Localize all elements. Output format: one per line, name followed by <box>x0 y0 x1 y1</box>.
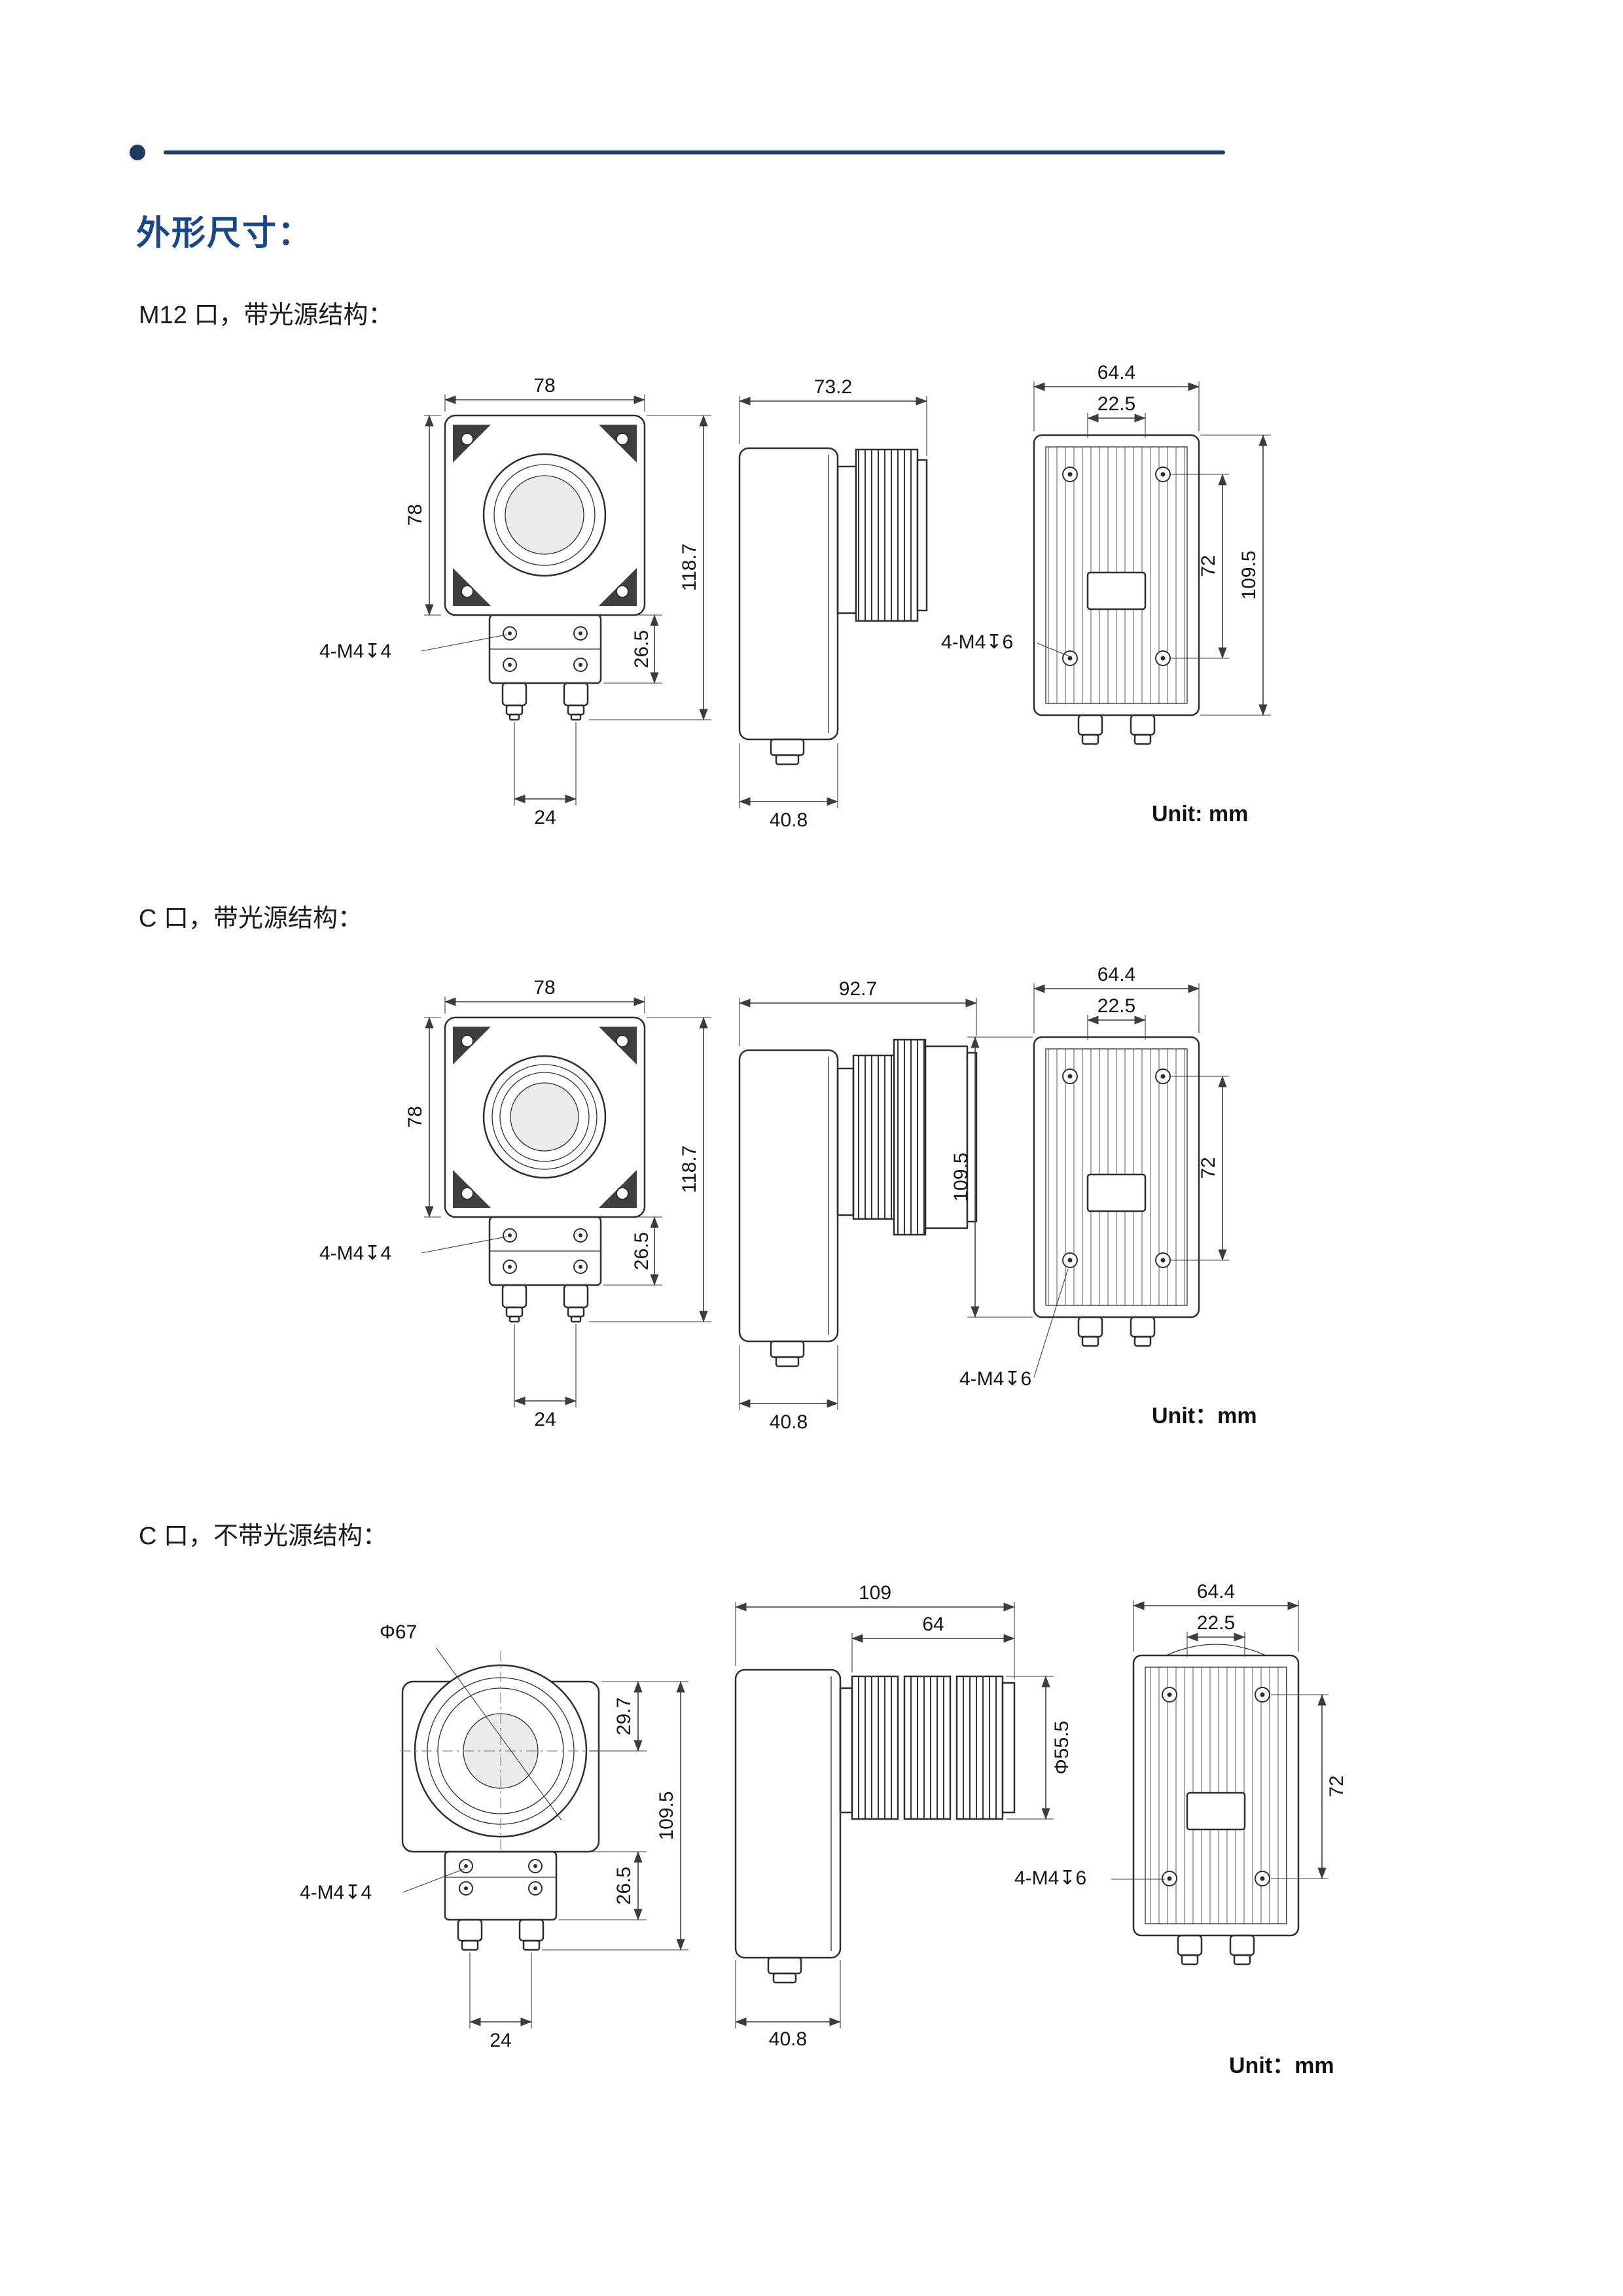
back-label-plate <box>1086 571 1147 610</box>
screw-note-back: 4-M4↧6 <box>1014 1867 1086 1889</box>
screw-note-back: 4-M4↧6 <box>941 631 1013 653</box>
dim-back-screw-span: 72 <box>1326 1775 1347 1797</box>
front-view <box>401 1647 601 1951</box>
page-title: 外形尺寸： <box>136 215 313 253</box>
back-connectors <box>1077 1316 1156 1347</box>
dim-front-height: 78 <box>404 1106 426 1127</box>
screw-note-back: 4-M4↧6 <box>959 1368 1031 1390</box>
lens-ring-2 <box>903 1675 952 1820</box>
side-view <box>734 1669 1016 1984</box>
section-1-label: M12 口，带光源结构： <box>139 302 393 329</box>
dim-side-total-width: 92.7 <box>839 978 877 1000</box>
unit-label: Unit: mm <box>1152 802 1248 826</box>
dim-back-width: 64.4 <box>1197 1581 1235 1602</box>
side-dimensions: 92.7 40.8 <box>739 978 977 1433</box>
dim-connector-spacing: 24 <box>490 2030 511 2051</box>
dim-back-height: 109.5 <box>950 1152 972 1201</box>
unit-label: Unit：mm <box>1229 2053 1334 2078</box>
dim-front-width: 78 <box>533 375 555 397</box>
header-rule <box>164 150 1225 154</box>
back-dimensions: 64.4 22.5 72 4-M4↧6 <box>1014 1581 1347 1889</box>
front-dimensions: 78 78 26.5 118.7 24 4-M4↧4 <box>319 375 711 828</box>
dim-side-body-width: 40.8 <box>769 2028 807 2050</box>
back-dimensions: 64.4 22.5 72 109.5 4-M4↧6 <box>950 964 1229 1390</box>
front-connectors <box>501 1284 589 1323</box>
dim-side-total-width: 109 <box>859 1582 891 1604</box>
dim-block-height: 26.5 <box>631 1232 652 1270</box>
screw-note-front: 4-M4↧4 <box>319 1243 391 1264</box>
dim-side-body-width: 40.8 <box>770 1411 808 1433</box>
lens-circle <box>482 1055 607 1179</box>
dim-back-height: 109.5 <box>1238 550 1260 599</box>
lens-knurl-ring <box>893 1038 927 1236</box>
lens-ring-1 <box>851 1675 899 1820</box>
screw-note-front: 4-M4↧4 <box>319 641 391 662</box>
dim-front-width: 78 <box>533 977 555 998</box>
back-view <box>1033 434 1200 745</box>
dim-back-inner-width: 22.5 <box>1097 393 1135 415</box>
side-view <box>738 1038 978 1368</box>
front-connectors <box>457 1918 544 1951</box>
lens-circle <box>482 453 607 577</box>
back-view <box>1033 1036 1200 1347</box>
dim-back-width: 64.4 <box>1097 362 1135 383</box>
dim-side-body-width: 40.8 <box>770 809 808 831</box>
section-3-drawing: Φ67 29.7 109.5 26.5 24 4-M4↧4 <box>300 1581 1347 2078</box>
dim-total-height: 118.7 <box>679 544 700 592</box>
dim-block-height: 26.5 <box>613 1867 635 1905</box>
dim-block-height: 26.5 <box>631 630 652 668</box>
dim-back-width: 64.4 <box>1097 964 1135 985</box>
front-connectors <box>501 682 589 721</box>
dim-lens-diameter: Φ67 <box>380 1621 417 1643</box>
dim-front-height: 78 <box>404 504 426 525</box>
back-label-plate <box>1186 1792 1246 1831</box>
header-bullet-dot <box>130 145 145 160</box>
back-connectors <box>1077 714 1156 745</box>
section-1-drawing: 78 78 26.5 118.7 24 4-M4↧4 <box>319 362 1271 831</box>
dim-back-screw-span: 72 <box>1198 1157 1219 1178</box>
dim-connector-spacing: 24 <box>534 807 556 828</box>
dim-back-inner-width: 22.5 <box>1097 995 1135 1017</box>
dim-back-inner-width: 22.5 <box>1197 1612 1235 1634</box>
back-label-plate <box>1086 1173 1147 1212</box>
back-connectors <box>1177 1934 1255 1966</box>
side-dimensions: 73.2 40.8 <box>739 376 927 831</box>
front-dimensions: 78 78 26.5 118.7 24 4-M4↧4 <box>319 977 711 1430</box>
front-view <box>444 414 646 721</box>
screw-note-front: 4-M4↧4 <box>300 1882 372 1903</box>
dim-lens-center-offset: 29.7 <box>613 1697 635 1735</box>
dim-lens-barrel-diameter: Φ55.5 <box>1051 1721 1073 1775</box>
unit-label: Unit：mm <box>1152 1404 1257 1428</box>
section-2-drawing: 78 78 26.5 118.7 24 4-M4↧4 <box>319 964 1257 1433</box>
dim-connector-spacing: 24 <box>534 1409 556 1430</box>
side-view <box>738 447 928 766</box>
back-view <box>1132 1644 1300 1966</box>
front-view <box>444 1016 646 1323</box>
section-2-label: C 口，带光源结构： <box>139 905 363 932</box>
side-dimensions: 109 64 Φ55.5 40.8 <box>735 1582 1073 2050</box>
front-dimensions: Φ67 29.7 109.5 26.5 24 4-M4↧4 <box>300 1621 688 2051</box>
heatsink-fins <box>852 1054 895 1220</box>
dim-total-height: 118.7 <box>679 1146 700 1193</box>
lens-ring-3 <box>955 1675 1004 1820</box>
section-3-label: C 口，不带光源结构： <box>139 1523 388 1550</box>
dim-back-screw-span: 72 <box>1198 555 1219 576</box>
dim-side-total-width: 73.2 <box>814 376 852 398</box>
dim-lens-length: 64 <box>922 1614 944 1635</box>
back-dimensions: 64.4 22.5 72 109.5 4-M4↧6 <box>941 362 1271 716</box>
dim-total-height: 109.5 <box>656 1791 677 1840</box>
heatsink-fins <box>855 448 919 622</box>
